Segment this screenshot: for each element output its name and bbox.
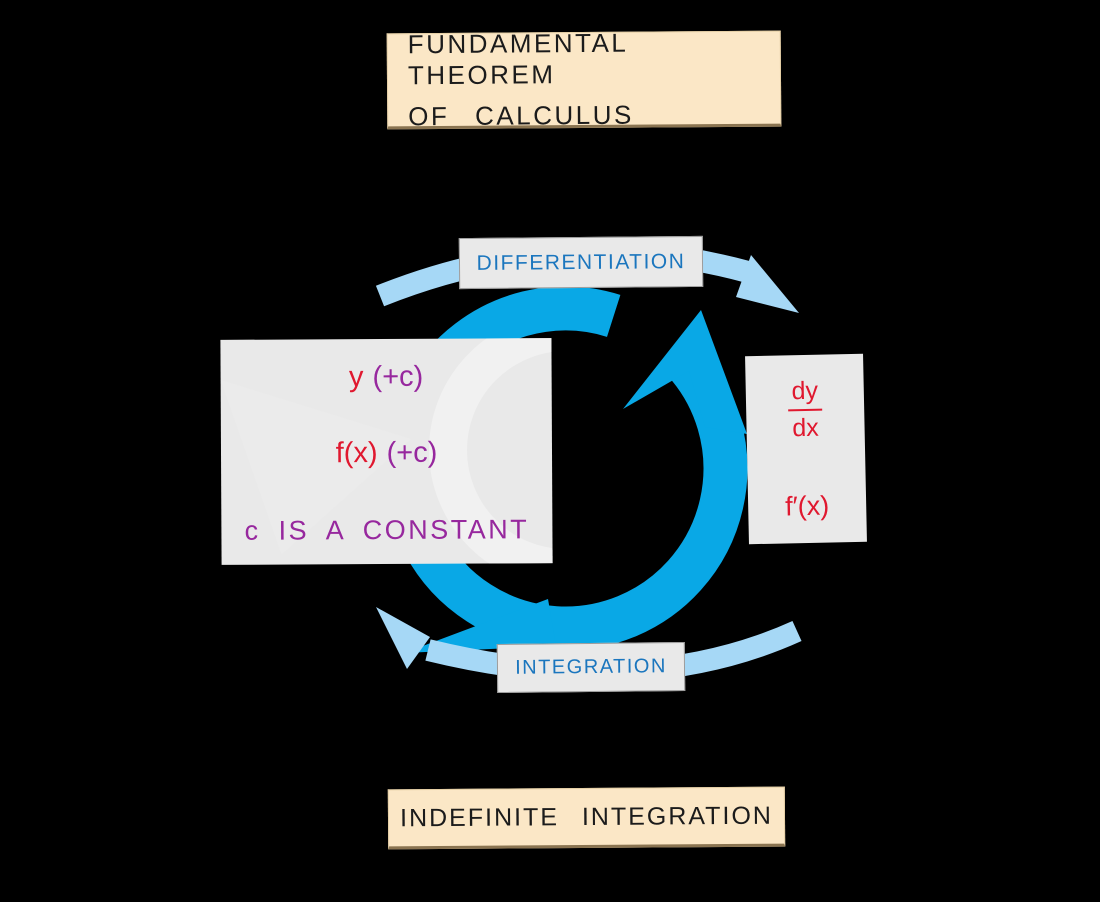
differentiation-label-box: DIFFERENTIATION [458, 235, 704, 290]
differentiation-label: DIFFERENTIATION [476, 249, 686, 275]
antiderivative-panel: y(+c) f(x)(+c) c IS A CONSTANT [220, 338, 553, 565]
fraction-denominator: dx [792, 413, 820, 443]
cycle-ring-arrow-icon [383, 286, 748, 653]
antiderivative-y-line: y(+c) [221, 360, 552, 395]
y-term: y [348, 361, 364, 394]
fraction-numerator: dy [787, 376, 823, 412]
fx-plus-c: (+c) [386, 436, 438, 469]
constant-note: c IS A CONSTANT [244, 514, 530, 546]
antiderivative-fx-line: f(x)(+c) [221, 436, 552, 471]
integration-label-box: INTEGRATION [496, 642, 686, 693]
watermark-swirl-icon [220, 338, 553, 565]
derivative-panel: dy dx f′(x) [745, 353, 867, 545]
fx-term: f(x) [335, 437, 378, 470]
dy-dx-fraction: dy dx [746, 376, 865, 444]
f-prime-notation: f′(x) [784, 490, 830, 522]
y-plus-c: (+c) [372, 360, 424, 394]
integration-label: INTEGRATION [515, 655, 667, 679]
